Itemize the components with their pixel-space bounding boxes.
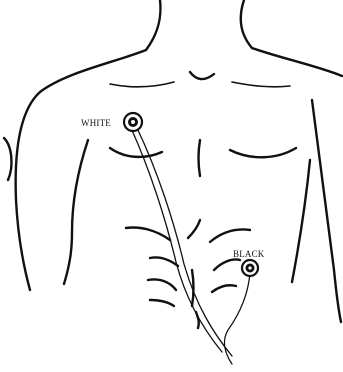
rib-arch-right xyxy=(210,230,250,243)
armpit-left xyxy=(64,140,88,284)
rib-arch-left xyxy=(126,228,170,241)
white-electrode-label: WHITE xyxy=(81,118,111,128)
torso-outline xyxy=(4,0,342,328)
shoulder-right xyxy=(252,48,342,76)
pectoral-left xyxy=(110,148,162,157)
black-electrode-label: BLACK xyxy=(233,249,265,259)
side-right xyxy=(292,160,310,282)
abdomen-left-2 xyxy=(148,279,176,290)
white-lead-wire xyxy=(131,128,222,352)
arm-edge-left xyxy=(4,138,11,180)
abdomen-left-1 xyxy=(150,257,178,266)
xiphoid xyxy=(188,220,200,238)
clavicle-right xyxy=(232,82,290,87)
lead-wires xyxy=(131,128,250,364)
black-electrode: BLACK xyxy=(233,249,265,276)
abdomen-left-3 xyxy=(150,300,174,306)
armpit-right xyxy=(312,100,341,322)
black-lead-wire xyxy=(225,273,250,364)
sternum-line xyxy=(199,140,201,176)
abdomen-right-1 xyxy=(214,259,240,270)
white-electrode-center xyxy=(131,120,135,124)
neck-left xyxy=(146,0,160,50)
black-electrode-center xyxy=(248,266,251,269)
neck-right xyxy=(241,0,252,48)
white-electrode: WHITE xyxy=(81,113,142,131)
clavicle-notch xyxy=(190,72,214,79)
pectoral-right xyxy=(230,148,296,157)
white-lead-wire-outer xyxy=(137,128,232,356)
clavicle-left xyxy=(110,82,174,87)
abdomen-right-2 xyxy=(212,285,236,292)
